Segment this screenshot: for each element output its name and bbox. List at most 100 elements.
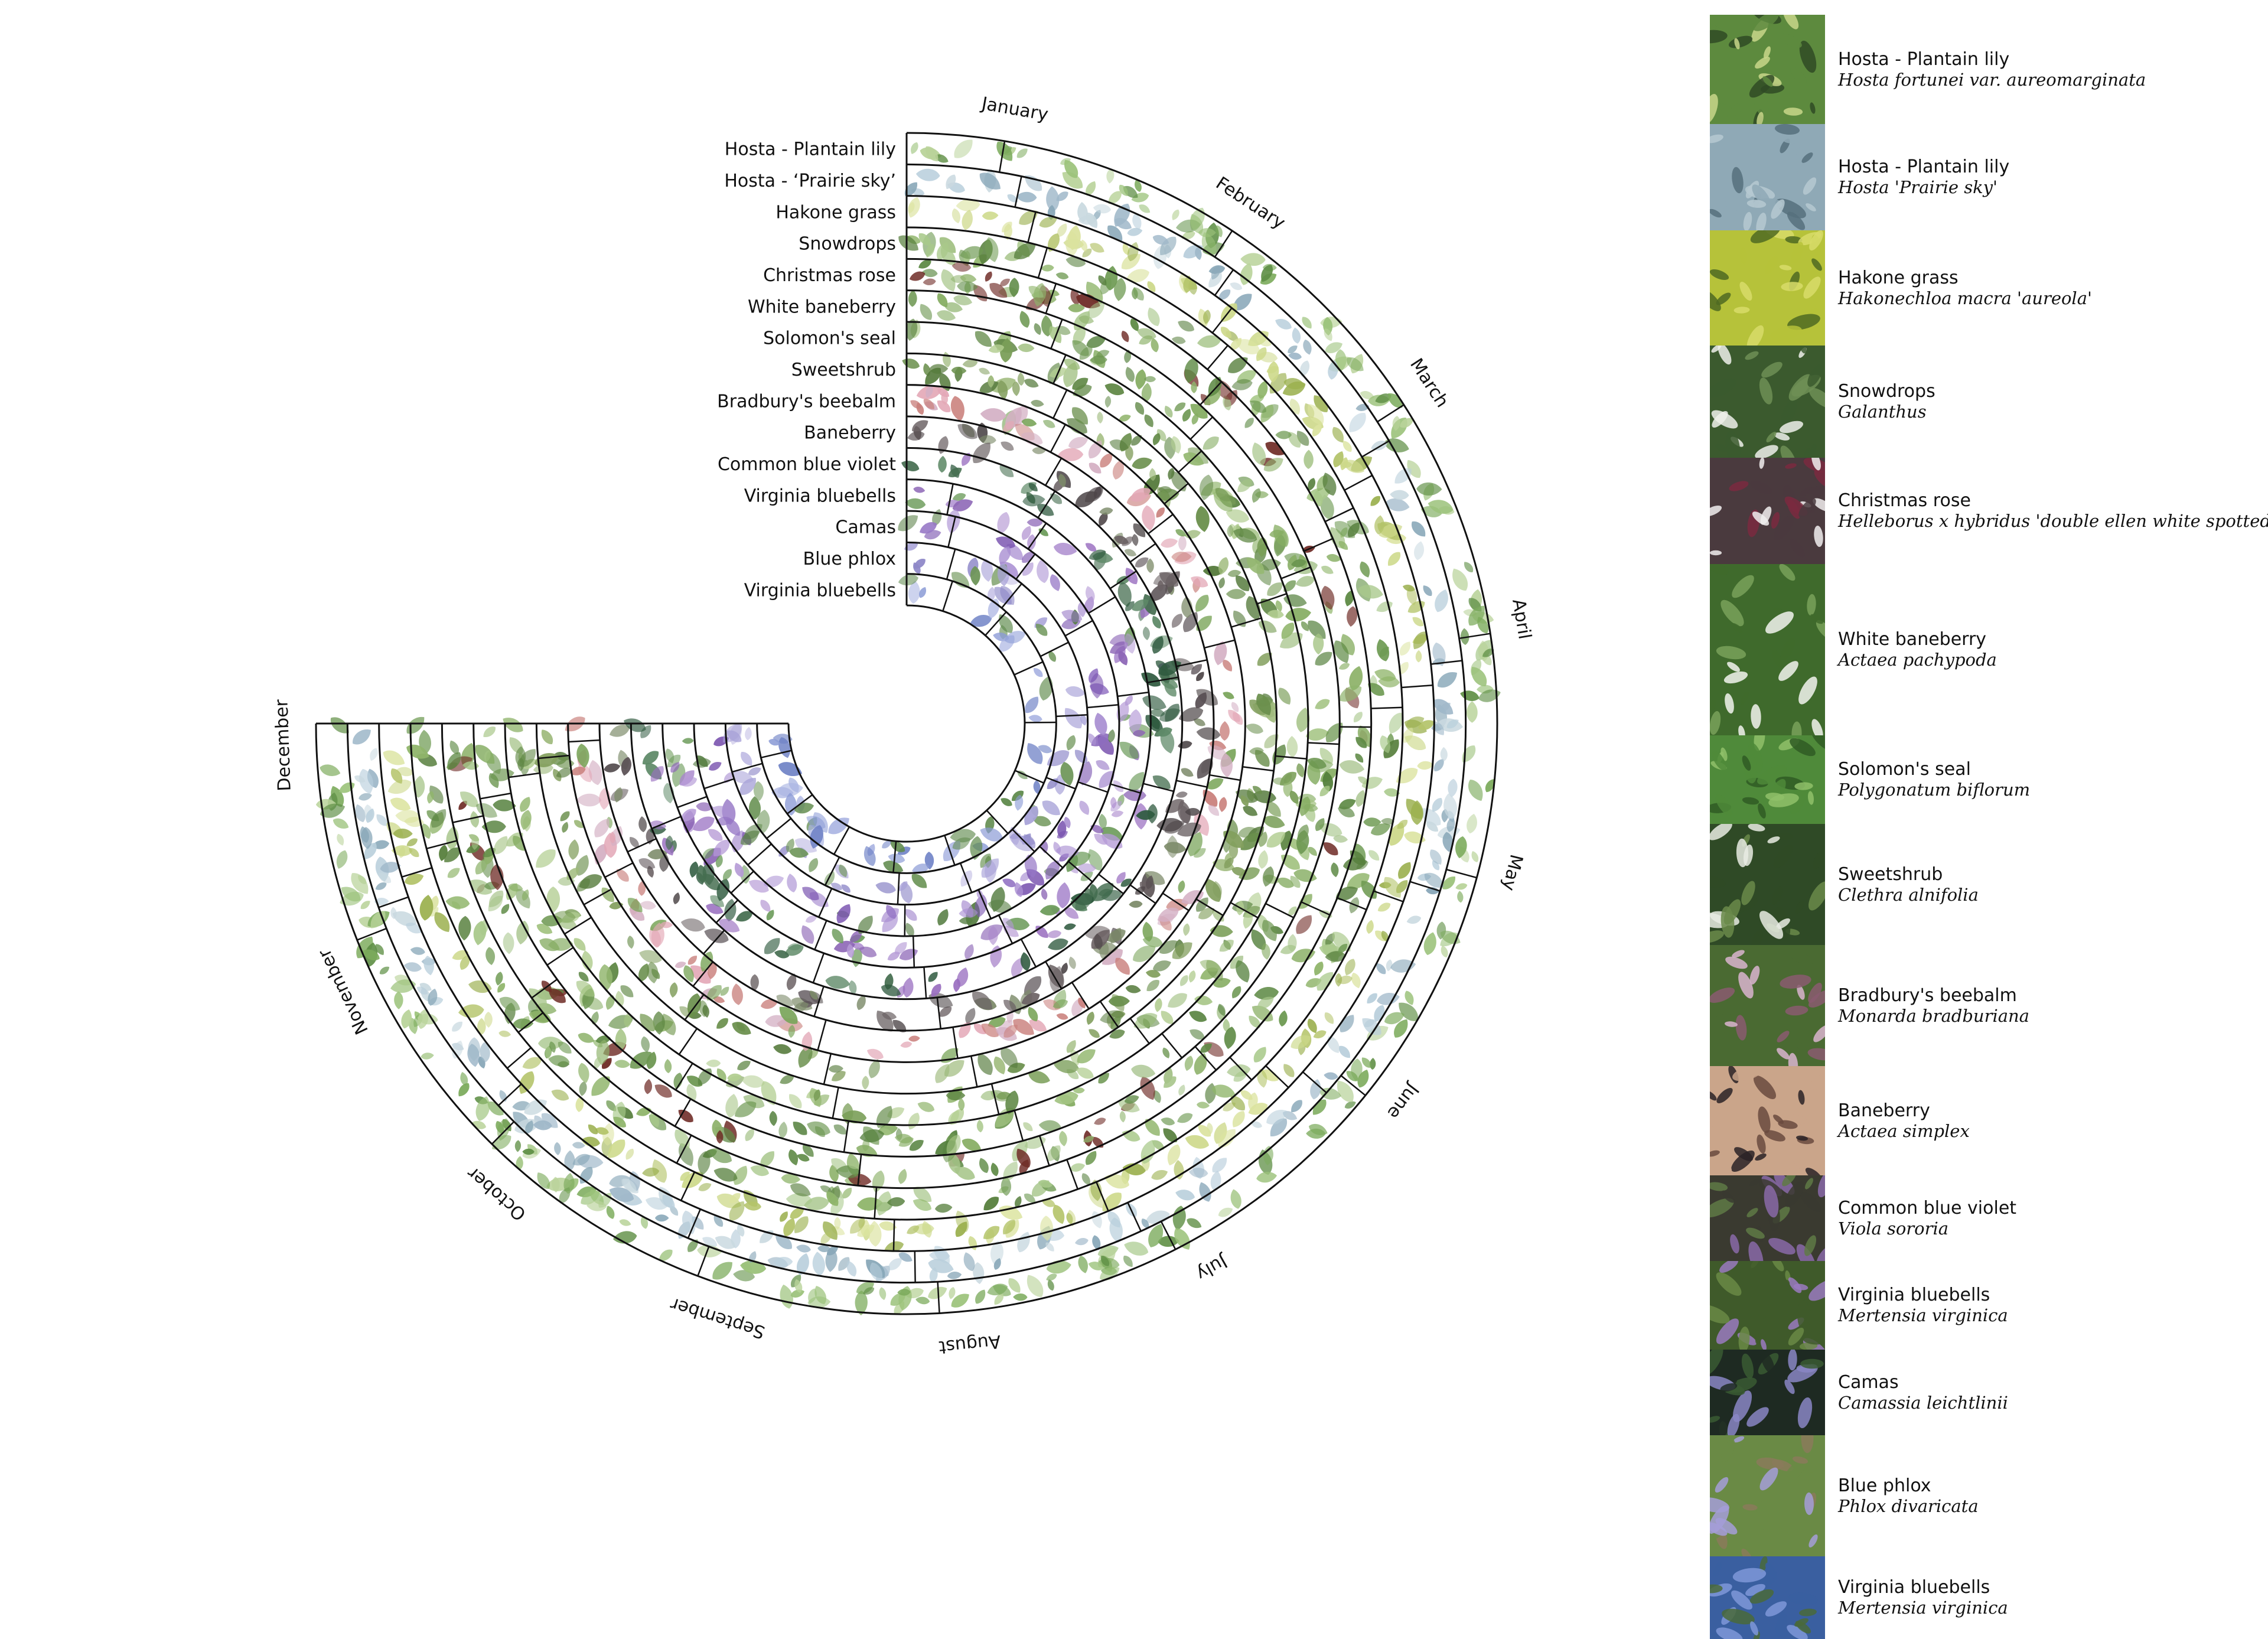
leaf-mark: [731, 983, 744, 1006]
leaf-mark: [1432, 587, 1452, 614]
leaf-mark: [743, 1201, 761, 1211]
leaf-mark: [1240, 253, 1266, 266]
leaf-mark: [1226, 589, 1246, 599]
leaf-mark: [1063, 922, 1077, 931]
leaf-mark: [1153, 998, 1163, 1013]
leaf-mark: [989, 1162, 1000, 1177]
legend-item: Solomon's seal Polygonatum biflorum: [1710, 735, 2265, 824]
leaf-mark: [1021, 171, 1045, 195]
month-divider: [1015, 1110, 1023, 1141]
common-name: Virginia bluebells: [1838, 1285, 2008, 1305]
plant-photo: [1710, 458, 1825, 564]
leaf-mark: [1130, 455, 1153, 471]
month-divider: [679, 1028, 697, 1054]
leaf-mark: [334, 849, 350, 871]
common-name: Snowdrops: [1838, 382, 1935, 402]
leaf-mark: [1183, 1055, 1195, 1072]
leaf-mark: [664, 1059, 672, 1074]
month-divider: [844, 1121, 849, 1152]
leaf-mark: [1133, 400, 1146, 417]
leaf-mark: [1250, 1044, 1269, 1065]
leaf-mark: [669, 982, 679, 998]
legend-text: Sweetshrub Clethra alnifolia: [1838, 865, 1979, 905]
scientific-name: Helleborus x hybridus 'double ellen whit…: [1838, 511, 2268, 531]
scientific-name: Clethra alnifolia: [1838, 885, 1979, 905]
month-divider: [1371, 708, 1402, 709]
plant-photo: [1710, 1175, 1825, 1261]
leaf-mark: [1417, 761, 1434, 771]
leaf-mark: [1338, 662, 1351, 672]
leaf-mark: [706, 1060, 721, 1067]
scientific-name: Mertensia virginica: [1838, 1305, 2008, 1325]
leaf-mark: [380, 747, 408, 769]
leaf-mark: [977, 366, 991, 376]
leaf-mark: [1312, 960, 1326, 977]
ring-label: Blue phlox: [803, 549, 897, 569]
leaf-mark: [1018, 343, 1035, 353]
leaf-mark: [1145, 305, 1163, 328]
leaf-mark: [503, 932, 515, 954]
leaf-mark: [1035, 559, 1051, 584]
leaf-mark: [1160, 537, 1179, 549]
leaf-mark: [679, 916, 706, 934]
leaf-mark: [676, 1106, 696, 1125]
legend-item: Virginia bluebells Mertensia virginica: [1710, 1261, 2265, 1350]
leaf-mark: [1294, 574, 1316, 589]
month-divider: [814, 921, 826, 950]
leaf-mark: [908, 289, 917, 307]
leaf-mark: [445, 865, 462, 881]
leaf-mark: [1467, 701, 1478, 723]
leaf-mark: [772, 1042, 792, 1055]
leaf-mark: [1241, 803, 1260, 819]
leaf-mark: [686, 953, 699, 966]
leaf-mark: [572, 1142, 586, 1149]
scientific-name: Hakonechloa macra 'aureola': [1838, 288, 2092, 308]
leaf-mark: [1200, 433, 1221, 453]
common-name: Bradbury's beebalm: [1838, 986, 2029, 1006]
leaf-mark: [833, 901, 855, 926]
month-divider: [1446, 869, 1477, 878]
leaf-mark: [1308, 1078, 1322, 1100]
leaf-mark: [1162, 404, 1175, 419]
leaf-mark: [1085, 1011, 1096, 1026]
leaf-mark: [1384, 549, 1403, 569]
leaf-mark: [558, 809, 572, 823]
leaf-mark: [576, 794, 602, 807]
leaf-mark: [1368, 494, 1382, 509]
leaf-mark: [449, 1019, 465, 1034]
leaf-mark: [1038, 1119, 1061, 1132]
ring-label: Hosta - ‘Prairie sky’: [724, 171, 896, 191]
leaf-mark: [1028, 714, 1043, 724]
leaf-mark: [1093, 1116, 1107, 1127]
leaf-mark: [1187, 969, 1197, 983]
leaf-mark: [1374, 637, 1392, 663]
leaf-mark: [1122, 1239, 1151, 1259]
leaf-mark: [410, 946, 426, 956]
month-label: January: [979, 93, 1050, 126]
month-label: September: [667, 1293, 767, 1343]
leaf-mark: [1366, 848, 1381, 863]
leaf-mark: [1397, 639, 1413, 657]
scientific-name: Polygonatum biflorum: [1838, 780, 2030, 800]
leaf-mark: [1067, 956, 1077, 970]
scientific-name: Camassia leichtlinii: [1838, 1393, 2008, 1413]
month-divider: [1015, 177, 1022, 207]
month-divider: [767, 819, 791, 839]
leaf-mark: [915, 168, 941, 182]
leaf-mark: [869, 1169, 887, 1194]
leaf-mark: [1058, 1130, 1068, 1147]
leaf-mark: [335, 833, 346, 847]
leaf-mark: [1031, 666, 1045, 679]
leaf-mark: [603, 762, 621, 774]
leaf-mark: [358, 791, 373, 802]
leaf-mark: [1110, 458, 1126, 481]
month-divider: [1038, 247, 1047, 278]
leaf-mark: [894, 511, 921, 535]
leaf-mark: [1090, 1210, 1105, 1230]
common-name: Hosta - Plantain lily: [1838, 50, 2146, 70]
month-divider: [1177, 781, 1207, 787]
leaf-mark: [908, 1035, 921, 1042]
leaf-mark: [917, 301, 935, 322]
scientific-name: Mertensia virginica: [1838, 1598, 2008, 1618]
